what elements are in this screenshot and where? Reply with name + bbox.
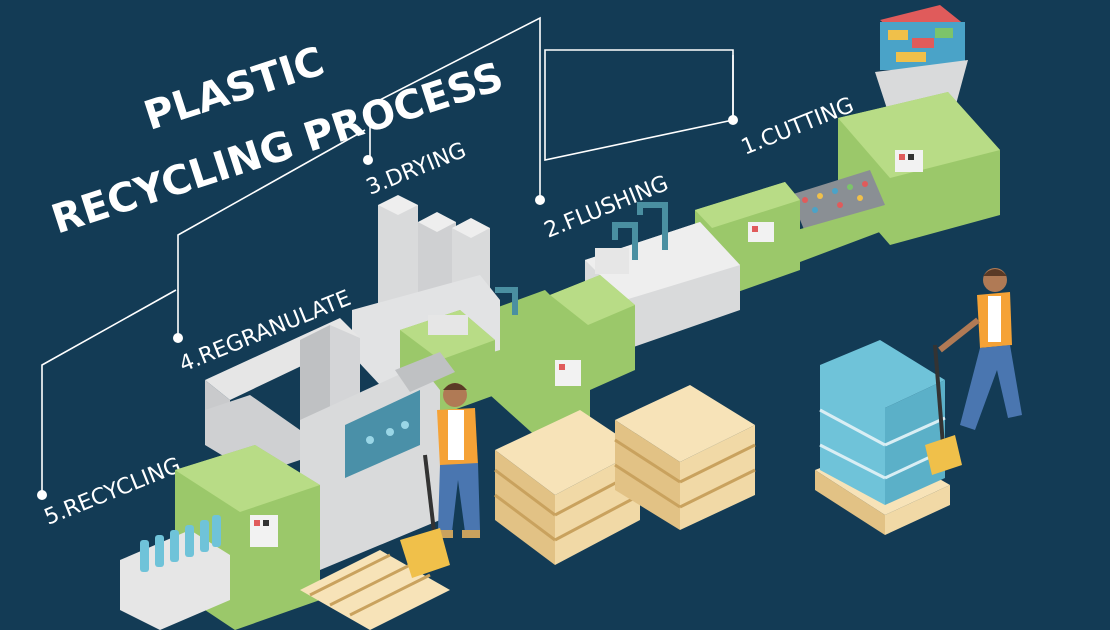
conveyor-plastic-bits xyxy=(790,170,885,262)
bottle-pallet-icon xyxy=(815,340,950,535)
worker-icon xyxy=(435,383,480,538)
flushing-machine xyxy=(585,182,800,350)
regranulate-machine xyxy=(490,275,635,440)
arch-conveyor xyxy=(205,318,455,570)
worker-2-icon xyxy=(925,268,1022,475)
recycling-machine xyxy=(120,395,320,630)
leader-lines xyxy=(41,16,734,495)
leader-dots xyxy=(37,115,738,500)
pallet-jack-icon xyxy=(400,454,450,578)
pallet-stack-2 xyxy=(614,385,756,530)
